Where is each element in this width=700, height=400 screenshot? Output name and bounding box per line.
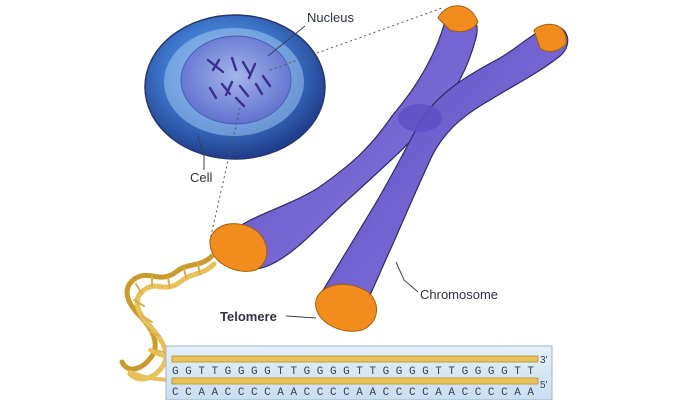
- telomere-cap-bottom: [315, 283, 377, 332]
- cell-label: Cell: [190, 170, 213, 185]
- dna-strand-b: [127, 261, 217, 382]
- centromere: [398, 104, 442, 132]
- telomere-cap-top-right: [533, 23, 567, 52]
- nucleus-shape: [180, 35, 292, 125]
- dna-sequence-panel: G G T T G G G G T T G G G G T T G G G G …: [165, 345, 553, 400]
- chromosome-label: Chromosome: [420, 287, 498, 302]
- top-strand-sequence: G G T T G G G G T T G G G G T T G G G G …: [172, 366, 534, 378]
- cell-illustration: [144, 14, 326, 160]
- bottom-strand-end-label: 5': [540, 380, 548, 391]
- telomere-leader: [285, 315, 317, 319]
- chromatid-arm-b: [321, 25, 569, 320]
- dna-base-pairs: [133, 263, 201, 353]
- chromosome-leader: [395, 261, 419, 293]
- bottom-strand-bar: [171, 377, 539, 385]
- top-strand-bar: [171, 355, 539, 363]
- chromosome: [209, 5, 569, 332]
- top-strand-end-label: 3': [540, 355, 548, 366]
- chromatid-arm-a: [223, 10, 478, 270]
- telomere-cap-left: [209, 223, 268, 272]
- nucleus-label: Nucleus: [307, 10, 354, 25]
- telomere-label: Telomere: [220, 309, 277, 324]
- nucleus-leader: [267, 25, 306, 57]
- telomere-cap-top-left: [437, 5, 479, 33]
- dna-strand-a: [119, 253, 215, 372]
- nucleus-chromosomes: [206, 56, 272, 108]
- zoom-lines: [209, 7, 443, 241]
- bottom-strand-sequence: C C A A C C C C A A C C C C A A C C C C …: [172, 387, 534, 399]
- sequence-panel-background: [165, 345, 553, 400]
- cell-leader: [197, 135, 205, 170]
- leader-lines: [197, 25, 419, 319]
